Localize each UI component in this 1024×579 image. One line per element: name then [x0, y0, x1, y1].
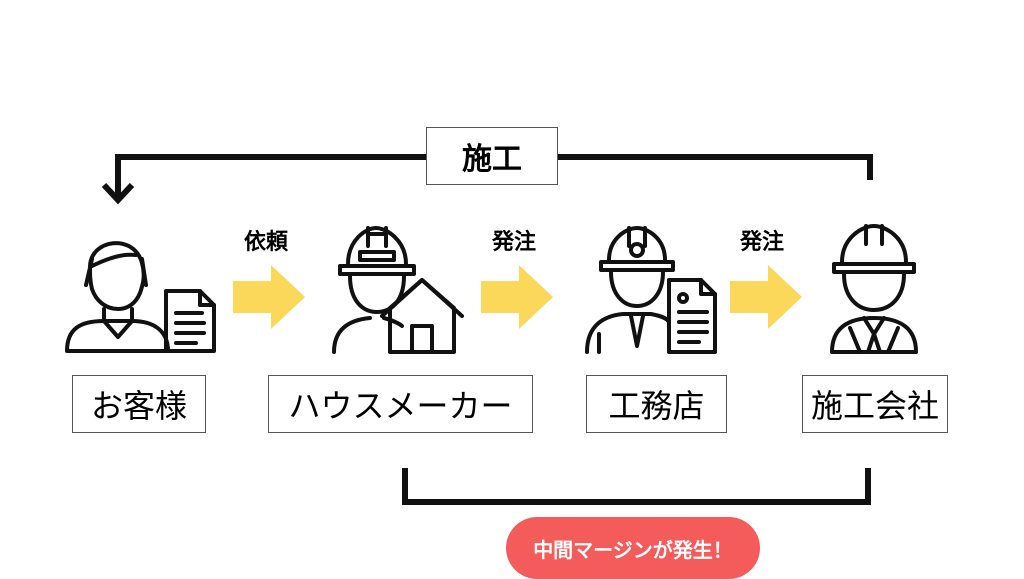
actor-house-maker-box: ハウスメーカー	[268, 375, 533, 433]
actor-customer-label: お客様	[90, 387, 187, 425]
house-maker-icon	[332, 226, 464, 354]
flow-arrow-1	[233, 265, 305, 329]
flow-arrow-2	[481, 265, 553, 329]
construction-company-icon	[830, 224, 918, 354]
step-label-order-2: 発注	[740, 230, 785, 255]
margin-badge-text: 中間マージンが発生！	[533, 537, 733, 562]
step-label-request: 依頼	[244, 230, 289, 255]
actor-house-maker-label: ハウスメーカー	[288, 387, 513, 425]
actor-construction-company-label: 施工会社	[810, 387, 939, 425]
top-flow-text: 施工	[462, 142, 522, 177]
actor-customer-box: お客様	[72, 375, 206, 433]
actor-contractor-box: 工務店	[586, 375, 727, 433]
actor-contractor-label: 工務店	[608, 387, 705, 425]
top-flow-label: 施工	[426, 127, 558, 185]
actor-construction-company-box: 施工会社	[802, 375, 948, 433]
step-label-order-1: 発注	[492, 230, 537, 255]
flow-arrow-3	[730, 265, 802, 329]
margin-badge: 中間マージンが発生！	[506, 517, 760, 579]
contractor-icon	[585, 226, 717, 354]
customer-icon	[65, 241, 216, 353]
